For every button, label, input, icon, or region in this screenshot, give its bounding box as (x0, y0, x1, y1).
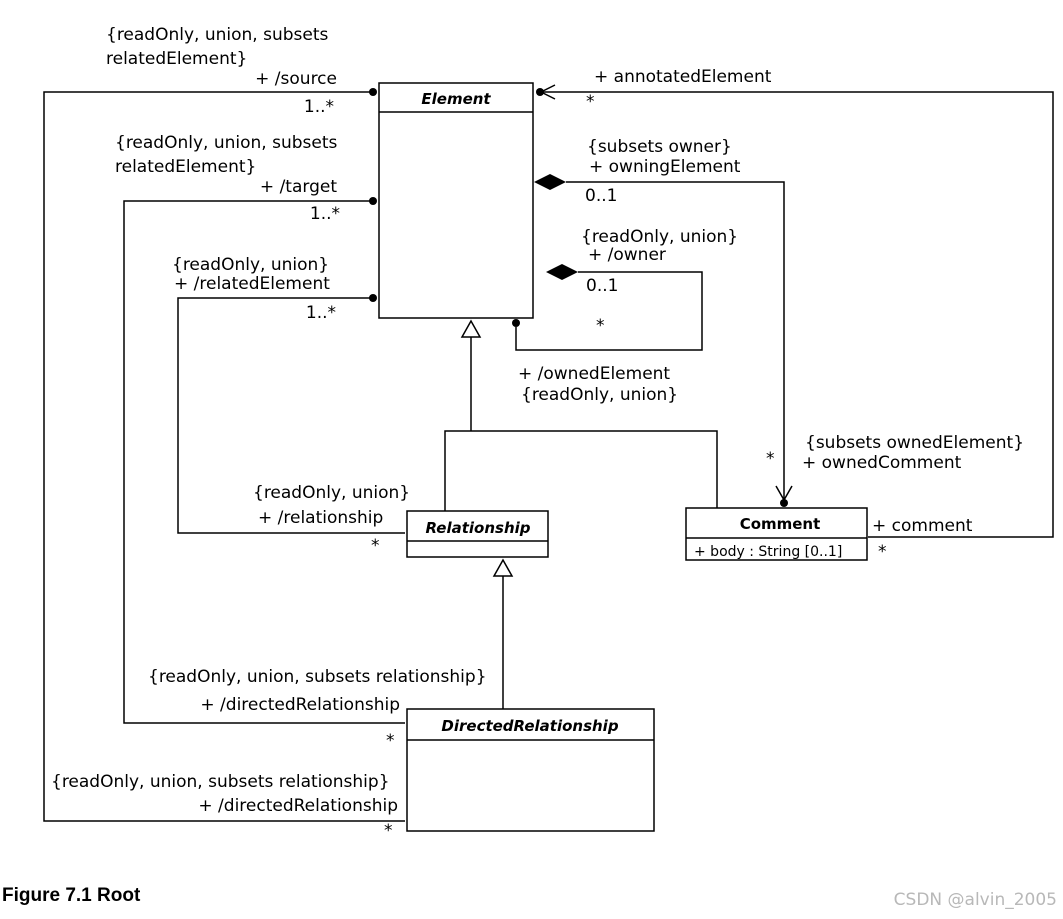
directed-rel-source-constraint: {readOnly, union, subsets relationship} (51, 772, 390, 792)
related-element-constraint: {readOnly, union} (172, 255, 329, 275)
owned-comment-constraint: {subsets ownedElement} (805, 433, 1024, 453)
target-constraint-line2: relatedElement} (115, 157, 256, 177)
owned-element-constraint: {readOnly, union} (521, 385, 678, 405)
directed-rel-target-role: + /directedRelationship (200, 695, 400, 715)
owner-constraint: {readOnly, union} (581, 227, 738, 247)
class-comment-name: Comment (740, 515, 821, 533)
class-directed-relationship[interactable]: DirectedRelationship (406, 708, 655, 832)
class-relationship-name: Relationship (425, 519, 530, 537)
element-generalization-triangle (460, 319, 482, 338)
class-comment[interactable]: Comment + body : String [0..1] (685, 507, 868, 561)
owner-composition-diamond (546, 264, 578, 280)
owning-element-constraint: {subsets owner} (587, 137, 732, 157)
target-end-dot (369, 197, 377, 205)
relationship-end-multiplicity: * (371, 536, 380, 556)
class-comment-attribute: + body : String [0..1] (694, 544, 842, 560)
annotated-element-multiplicity: * (586, 92, 595, 112)
related-element-association-line (177, 297, 405, 534)
comment-end-role: + comment (872, 516, 973, 536)
target-role: + /target (260, 177, 337, 197)
related-element-role: + /relatedElement (174, 274, 330, 294)
source-association-line (43, 91, 405, 822)
target-multiplicity: 1..* (310, 204, 340, 224)
target-opposite-multiplicity: * (386, 731, 395, 751)
owning-element-multiplicity: 0..1 (585, 186, 617, 206)
class-element[interactable]: Element (378, 82, 534, 319)
generalization-tree-line (444, 430, 718, 511)
annotated-element-end-dot (536, 88, 544, 96)
owner-opposite-multiplicity: * (596, 316, 605, 336)
class-directed-relationship-name: DirectedRelationship (441, 717, 618, 735)
owner-association-line (515, 271, 703, 351)
directed-rel-source-role: + /directedRelationship (198, 796, 398, 816)
source-end-dot (369, 88, 377, 96)
owned-comment-multiplicity: * (766, 449, 775, 469)
target-constraint-line1: {readOnly, union, subsets (115, 133, 338, 153)
annotated-element-role: + annotatedElement (594, 67, 772, 87)
owner-role: + /owner (588, 245, 666, 265)
relationship-end-role: + /relationship (258, 508, 383, 528)
owning-element-composition-diamond (534, 174, 566, 190)
class-relationship[interactable]: Relationship (406, 510, 549, 558)
source-constraint-line2: relatedElement} (106, 49, 247, 69)
owning-element-association-line (566, 181, 785, 503)
source-opposite-multiplicity: * (384, 821, 393, 841)
class-element-name: Element (421, 90, 491, 108)
source-constraint-line1: {readOnly, union, subsets (106, 25, 329, 45)
source-multiplicity: 1..* (304, 97, 334, 117)
relationship-end-constraint: {readOnly, union} (253, 483, 410, 503)
target-association-line (123, 200, 405, 724)
owned-comment-role: + ownedComment (802, 453, 962, 473)
owning-element-role: + owningElement (589, 157, 741, 177)
comment-end-multiplicity: * (878, 542, 887, 562)
source-role: + /source (255, 69, 337, 89)
owner-multiplicity: 0..1 (586, 276, 618, 296)
directed-rel-target-constraint: {readOnly, union, subsets relationship} (148, 667, 487, 687)
relationship-generalization-triangle (492, 558, 514, 577)
related-element-multiplicity: 1..* (306, 303, 336, 323)
owned-element-end-dot (512, 319, 520, 327)
figure-caption: Figure 7.1 Root (2, 885, 141, 906)
owned-element-role: + /ownedElement (518, 364, 670, 384)
owned-comment-end-dot (780, 499, 788, 507)
related-element-end-dot (369, 294, 377, 302)
watermark: CSDN @alvin_2005 (893, 890, 1057, 910)
annotated-element-association-line (540, 91, 1054, 538)
